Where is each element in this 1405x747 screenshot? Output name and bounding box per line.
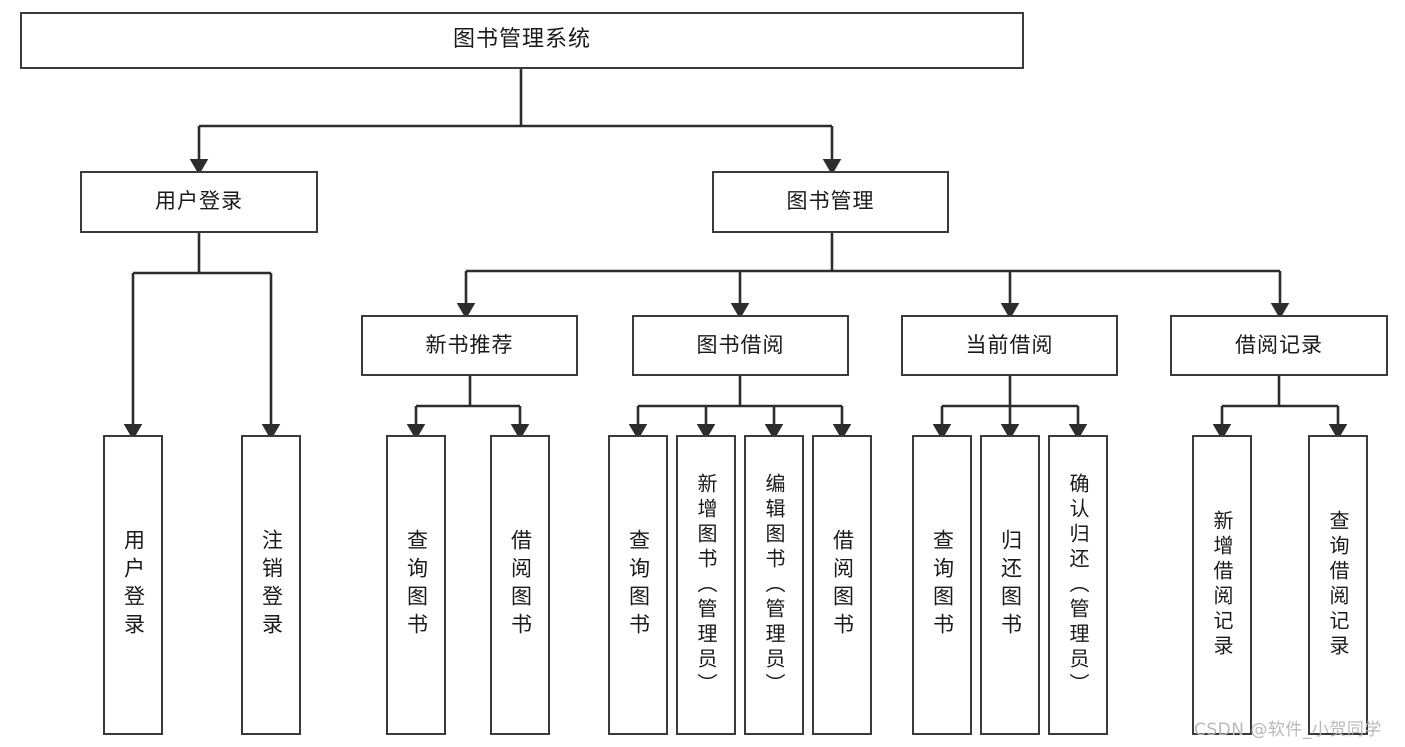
node-label: 图书管理 xyxy=(786,189,875,214)
node-label: 用户登录 xyxy=(155,189,243,214)
node-book-management[interactable]: 图书管理 xyxy=(712,171,949,233)
leaf-return-book[interactable]: 归还图书 xyxy=(980,435,1040,735)
node-label: 新增图书（管理员） xyxy=(694,472,718,698)
node-label: 查询图书 xyxy=(930,529,955,641)
node-borrow-record[interactable]: 借阅记录 xyxy=(1170,315,1388,376)
node-label: 查询图书 xyxy=(626,529,651,641)
leaf-query-book-current[interactable]: 查询图书 xyxy=(912,435,972,735)
node-label: 借阅记录 xyxy=(1235,332,1323,357)
node-user-login[interactable]: 用户登录 xyxy=(80,171,318,233)
node-label: 查询图书 xyxy=(404,529,429,641)
node-label: 编辑图书（管理员） xyxy=(762,472,786,698)
leaf-confirm-return-admin[interactable]: 确认归还（管理员） xyxy=(1048,435,1108,735)
leaf-add-book-admin[interactable]: 新增图书（管理员） xyxy=(676,435,736,735)
node-label: 归还图书 xyxy=(998,529,1023,641)
leaf-edit-book-admin[interactable]: 编辑图书（管理员） xyxy=(744,435,804,735)
node-label: 借阅图书 xyxy=(508,529,533,641)
leaf-borrow-book[interactable]: 借阅图书 xyxy=(812,435,872,735)
leaf-query-book-recommend[interactable]: 查询图书 xyxy=(386,435,446,735)
csdn-watermark: CSDN @软件_小贺同学 xyxy=(1194,720,1382,740)
node-label: 确认归还（管理员） xyxy=(1066,472,1090,698)
leaf-logout[interactable]: 注销登录 xyxy=(241,435,301,735)
node-label: 借阅图书 xyxy=(830,529,855,641)
node-new-book-recommend[interactable]: 新书推荐 xyxy=(361,315,578,376)
leaf-add-borrow-record[interactable]: 新增借阅记录 xyxy=(1192,435,1252,735)
leaf-query-book-borrow[interactable]: 查询图书 xyxy=(608,435,668,735)
node-label: 用户登录 xyxy=(121,529,146,641)
node-current-borrow[interactable]: 当前借阅 xyxy=(901,315,1118,376)
leaf-user-login[interactable]: 用户登录 xyxy=(103,435,163,735)
node-root-book-management-system[interactable]: 图书管理系统 xyxy=(20,12,1024,69)
leaf-borrow-book-recommend[interactable]: 借阅图书 xyxy=(490,435,550,735)
node-book-borrow[interactable]: 图书借阅 xyxy=(632,315,849,376)
node-label: 新书推荐 xyxy=(425,332,514,357)
node-label: 当前借阅 xyxy=(965,332,1054,357)
node-label: 查询借阅记录 xyxy=(1326,510,1350,660)
node-label: 图书管理系统 xyxy=(452,27,591,53)
leaf-query-borrow-record[interactable]: 查询借阅记录 xyxy=(1308,435,1368,735)
node-label: 图书借阅 xyxy=(696,332,785,357)
node-label: 新增借阅记录 xyxy=(1210,510,1234,660)
node-label: 注销登录 xyxy=(259,529,284,641)
